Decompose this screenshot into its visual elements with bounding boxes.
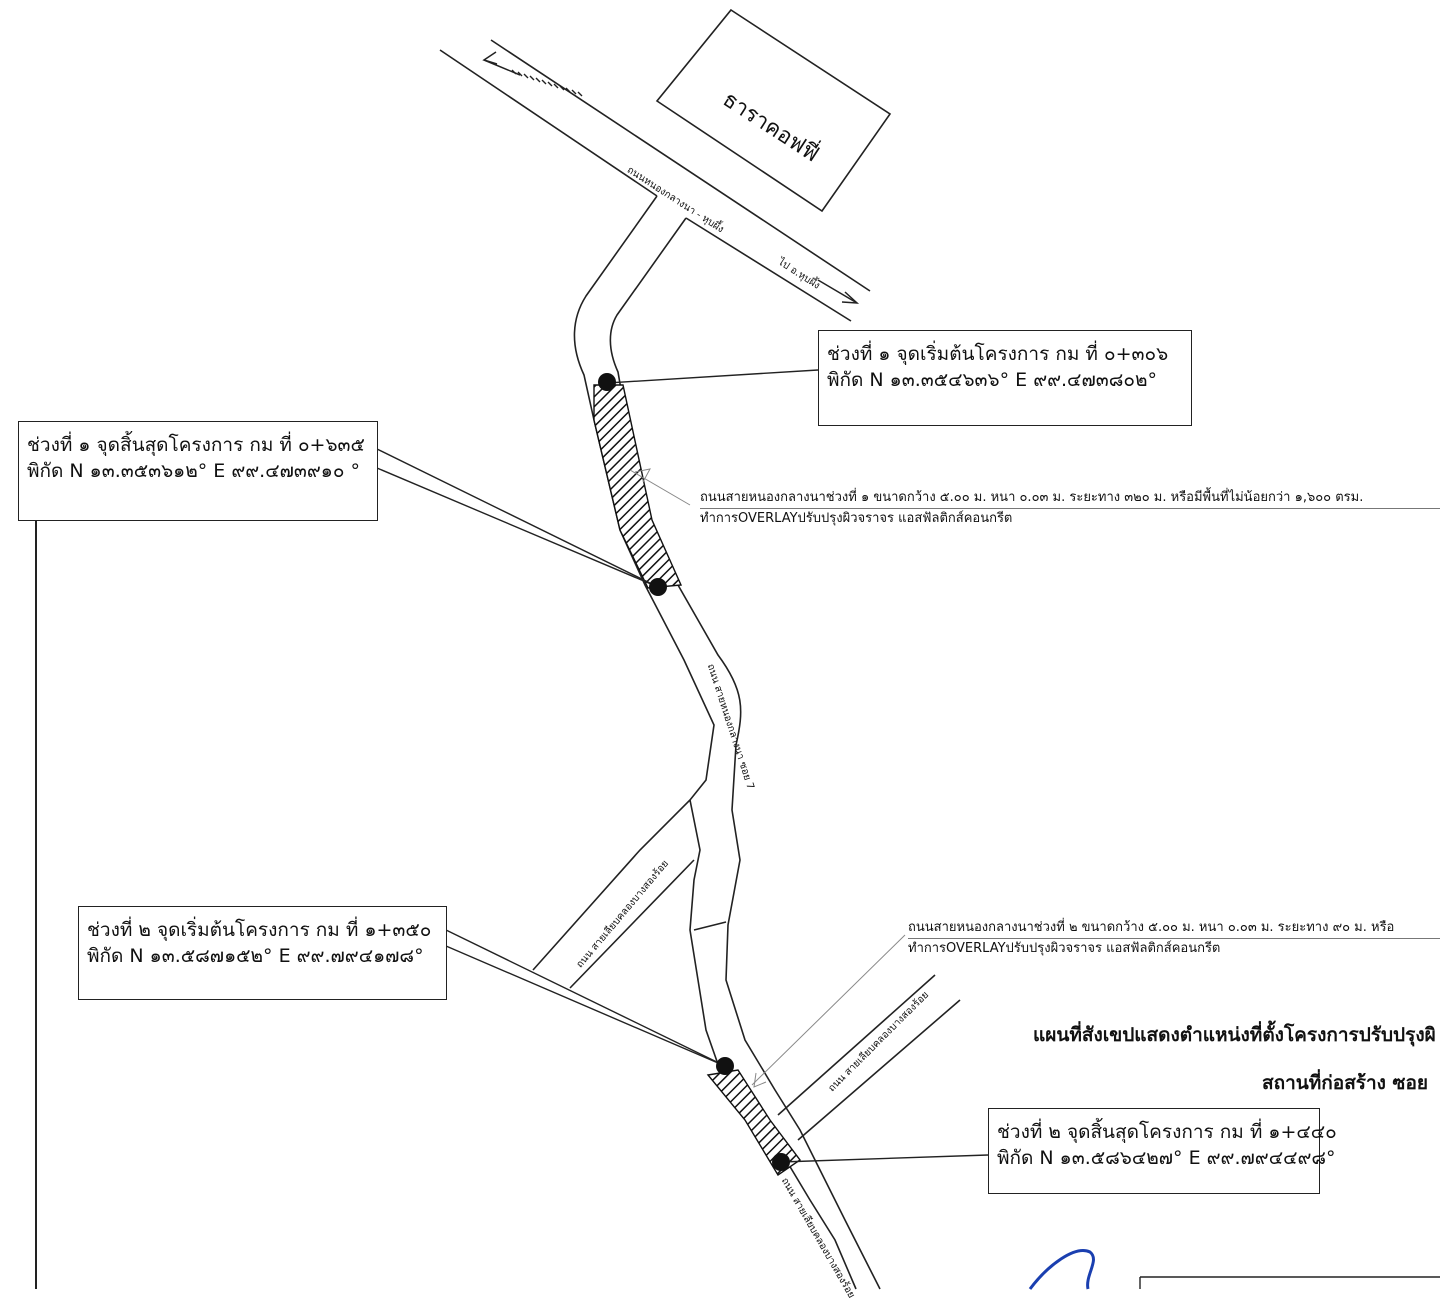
annotation-line-1: ถนนสายหนองกลางนาช่วงที่ ๒ ขนาดกว้าง ๕.๐๐… — [908, 918, 1440, 939]
branch-road — [532, 195, 961, 1290]
section-2-end-point — [772, 1153, 790, 1171]
direction-arrow-right — [817, 279, 860, 304]
leader-lines — [376, 369, 989, 1163]
callout-line-2: พิกัด N ๑๓.๓๕๓๖๑๒° E ๙๙.๔๗๓๙๑๐ ° — [27, 460, 360, 482]
callout-section-1-end: ช่วงที่ ๑ จุดสิ้นสุดโครงการ กม ที่ ๐+๖๓๕… — [18, 421, 378, 521]
project-section-2 — [706, 1069, 801, 1176]
annotation-section-2: ถนนสายหนองกลางนาช่วงที่ ๒ ขนาดกว้าง ๕.๐๐… — [908, 918, 1440, 958]
annotation-section-1: ถนนสายหนองกลางนาช่วงที่ ๑ ขนาดกว้าง ๕.๐๐… — [700, 488, 1440, 528]
annotation-line-1: ถนนสายหนองกลางนาช่วงที่ ๑ ขนาดกว้าง ๕.๐๐… — [700, 488, 1440, 509]
main-road — [439, 39, 871, 322]
callout-line-2: พิกัด N ๑๓.๕๘๗๑๕๒° E ๙๙.๗๙๔๑๗๘° — [87, 945, 424, 967]
annotation-line-2: ทำการOVERLAYปรับปรุงผิวจราจร แอสฟัลติกส์… — [700, 511, 1013, 526]
callout-line-1: ช่วงที่ ๑ จุดเริ่มต้นโครงการ กม ที่ ๐+๓๐… — [827, 343, 1169, 365]
sketch-map-title: แผนที่สังเขปแสดงตำแหน่งที่ตั้งโครงการปรั… — [1033, 1024, 1436, 1046]
cafe-building — [655, 8, 892, 213]
callout-line-2: พิกัด N ๑๓.๕๘๖๔๒๗° E ๙๙.๗๙๔๔๙๘° — [997, 1147, 1336, 1169]
project-section-1 — [593, 384, 683, 589]
section-1-end-point — [649, 578, 667, 596]
callout-line-1: ช่วงที่ ๒ จุดเริ่มต้นโครงการ กม ที่ ๑+๓๕… — [87, 919, 432, 941]
callout-line-2: พิกัด N ๑๓.๓๕๔๖๓๖° E ๙๙.๔๗๓๘๐๒° — [827, 369, 1157, 391]
section-1-start-point — [598, 373, 616, 391]
annotation-leaders — [629, 468, 906, 1088]
callout-line-1: ช่วงที่ ๒ จุดสิ้นสุดโครงการ กม ที่ ๑+๔๔๐ — [997, 1121, 1337, 1143]
signature-mark — [1028, 1249, 1095, 1290]
callout-section-2-start: ช่วงที่ ๒ จุดเริ่มต้นโครงการ กม ที่ ๑+๓๕… — [78, 906, 447, 1000]
construction-site-label: สถานที่ก่อสร้าง ซอย — [1262, 1072, 1428, 1094]
annotation-line-2: ทำการOVERLAYปรับปรุงผิวจราจร แอสฟัลติกส์… — [908, 941, 1221, 956]
section-2-start-point — [716, 1057, 734, 1075]
callout-section-2-end: ช่วงที่ ๒ จุดสิ้นสุดโครงการ กม ที่ ๑+๔๔๐… — [988, 1108, 1337, 1194]
callout-line-1: ช่วงที่ ๑ จุดสิ้นสุดโครงการ กม ที่ ๐+๖๓๕ — [27, 434, 365, 456]
direction-arrow-left — [482, 51, 583, 97]
callout-section-1-start: ช่วงที่ ๑ จุดเริ่มต้นโครงการ กม ที่ ๐+๓๐… — [818, 330, 1192, 426]
